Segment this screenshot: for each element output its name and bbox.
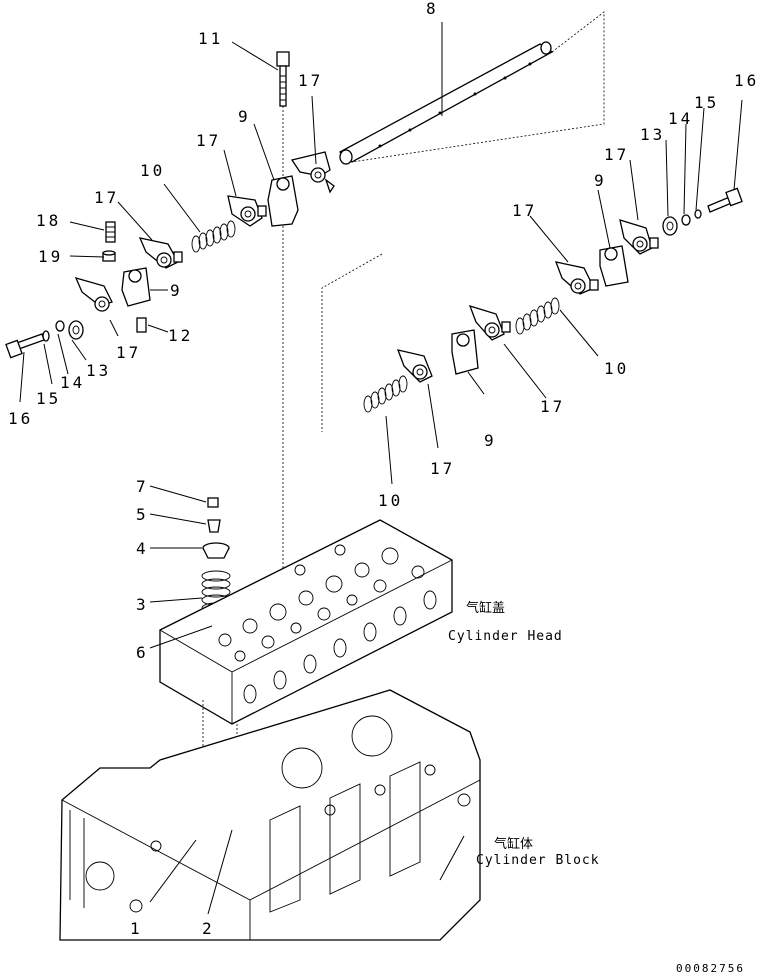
valve-collet [207, 519, 221, 533]
callout-10: 10 [140, 161, 165, 180]
rocker-spring-right-lower [363, 375, 408, 413]
rocker-spring-left [191, 220, 236, 253]
rocker-arm-upper-left [290, 151, 335, 194]
shaft-washer-right [662, 216, 678, 236]
spring-retainer [202, 542, 230, 559]
callout-17: 17 [512, 201, 537, 220]
adjusting-screw [105, 221, 116, 243]
rocker-arm-left-4 [74, 276, 113, 312]
cylinder-block [59, 689, 481, 941]
callout-19: 19 [38, 247, 63, 266]
callout-17: 17 [94, 188, 119, 207]
leader-lines [19, 22, 743, 915]
callout-10: 10 [378, 491, 403, 510]
callout-10: 10 [604, 359, 629, 378]
callout-9: 9 [594, 171, 607, 190]
callout-6: 6 [136, 643, 149, 662]
cylinder-head [159, 519, 453, 725]
callout-14: 14 [60, 373, 85, 392]
cylinder-head-label-cn: 气缸盖 [466, 600, 505, 616]
callout-3: 3 [136, 595, 149, 614]
callout-2: 2 [202, 919, 215, 938]
callout-16: 16 [734, 71, 758, 90]
dowel-pin [136, 317, 147, 333]
valve-cap [207, 497, 219, 508]
callout-13: 13 [640, 125, 665, 144]
rocker-shaft [338, 11, 605, 165]
callout-12: 12 [168, 326, 193, 345]
cylinder-block-label-cn: 气缸体 [494, 836, 533, 852]
rocker-arm-right-2 [554, 261, 599, 295]
callout-9: 9 [170, 281, 183, 300]
drawing-number: 00082756 [676, 962, 745, 975]
callout-17: 17 [298, 71, 323, 90]
rocker-arm-left-3 [138, 237, 183, 269]
callout-9: 9 [238, 107, 251, 126]
rocker-bracket-upper [267, 175, 299, 600]
end-bolt-left [5, 330, 50, 359]
callout-13: 13 [86, 361, 111, 380]
rocker-arm-right-3 [468, 304, 511, 341]
callout-8: 8 [426, 0, 439, 18]
callout-17: 17 [196, 131, 221, 150]
callout-17: 17 [604, 145, 629, 164]
rocker-spring-right [515, 297, 560, 335]
end-bolt-right [694, 187, 743, 219]
callout-15: 15 [694, 93, 719, 112]
shaft-washer-left [68, 320, 84, 340]
callout-14: 14 [668, 109, 693, 128]
rocker-arm-right-1 [619, 219, 659, 255]
rocker-bracket-left [121, 267, 151, 307]
rocker-shaft-bolt [276, 51, 290, 178]
callout-15: 15 [36, 389, 61, 408]
callout-17: 17 [430, 459, 455, 478]
callout-4: 4 [136, 539, 149, 558]
callout-9: 9 [484, 431, 497, 450]
rocker-arm-right-4 [396, 349, 433, 383]
spring-washer-left [55, 320, 65, 332]
callout-18: 18 [36, 211, 61, 230]
callout-17: 17 [116, 343, 141, 362]
spring-washer-right [681, 214, 691, 226]
callout-1: 1 [130, 919, 143, 938]
callout-17: 17 [540, 397, 565, 416]
callout-16: 16 [8, 409, 33, 428]
right-assembly-guide [321, 253, 383, 432]
callout-numbers: 8 11 17 9 17 10 17 18 19 9 12 17 13 14 1… [8, 0, 758, 938]
callout-5: 5 [136, 505, 149, 524]
lock-nut [102, 250, 116, 262]
callout-7: 7 [136, 477, 149, 496]
rocker-bracket-right-lower [451, 329, 479, 375]
callout-11: 11 [198, 29, 223, 48]
cylinder-block-label-en: Cylinder Block [476, 853, 600, 868]
cylinder-head-label-en: Cylinder Head [448, 629, 563, 644]
rocker-bracket-right-upper [599, 245, 629, 287]
rocker-arm-left-2 [227, 195, 267, 227]
